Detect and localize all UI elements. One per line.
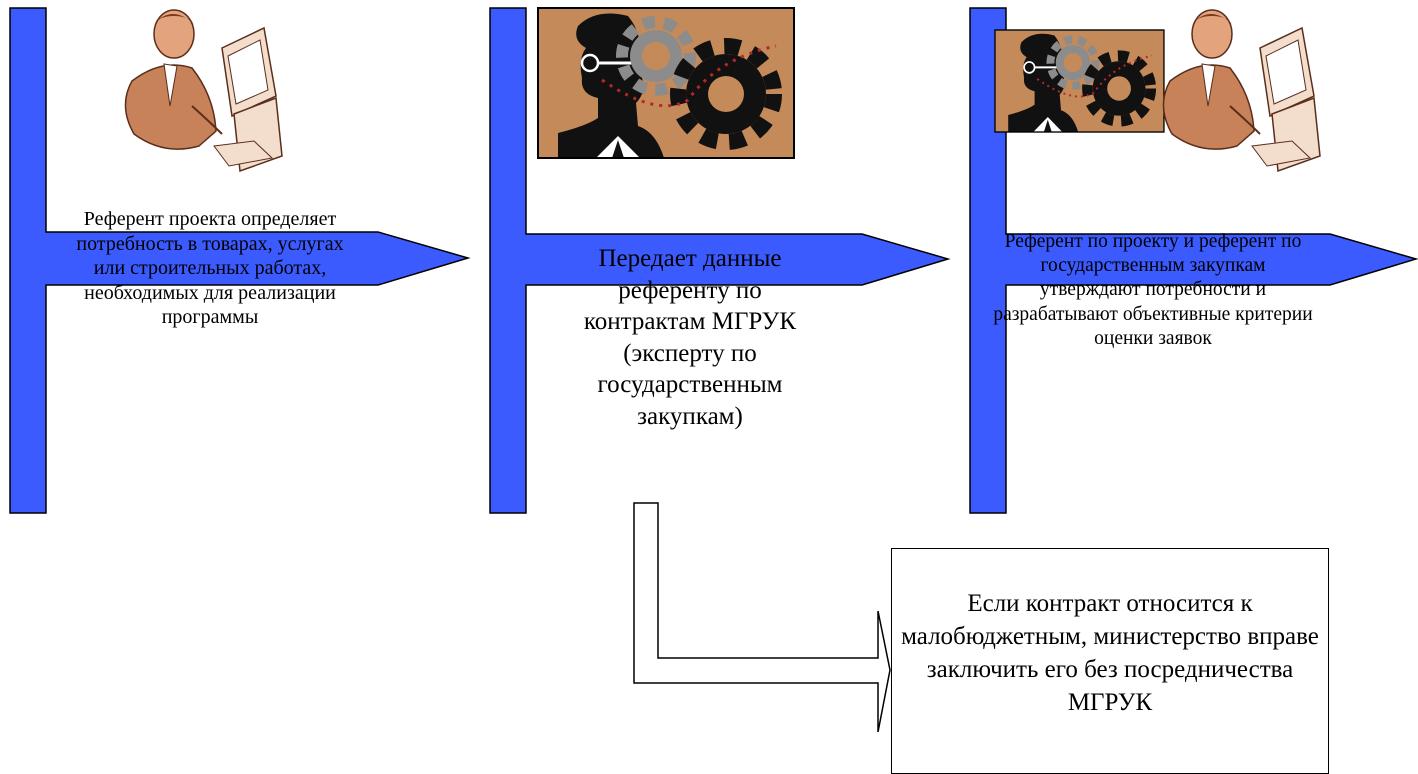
stage-1-text: Референт проекта определяет потребность …: [76, 208, 344, 328]
stage-3-text: Референт по проекту и референт по госуда…: [993, 231, 1313, 349]
stage-2-text: Передает данные референту по контрактам …: [583, 245, 797, 430]
head-gears-icon: [538, 8, 794, 158]
person-at-computer-icon-2: [1162, 9, 1321, 172]
head-gears-small-icon: [995, 30, 1164, 132]
note-text: Если контракт относится к малобюджетным,…: [901, 590, 1319, 716]
stage-2-arrow: [489, 7, 951, 514]
person-at-computer-icon: [124, 9, 283, 172]
connector-arrow: [633, 502, 891, 733]
stage-1-arrow: [9, 7, 471, 514]
note-box: Если контракт относится к малобюджетным,…: [891, 548, 1329, 774]
